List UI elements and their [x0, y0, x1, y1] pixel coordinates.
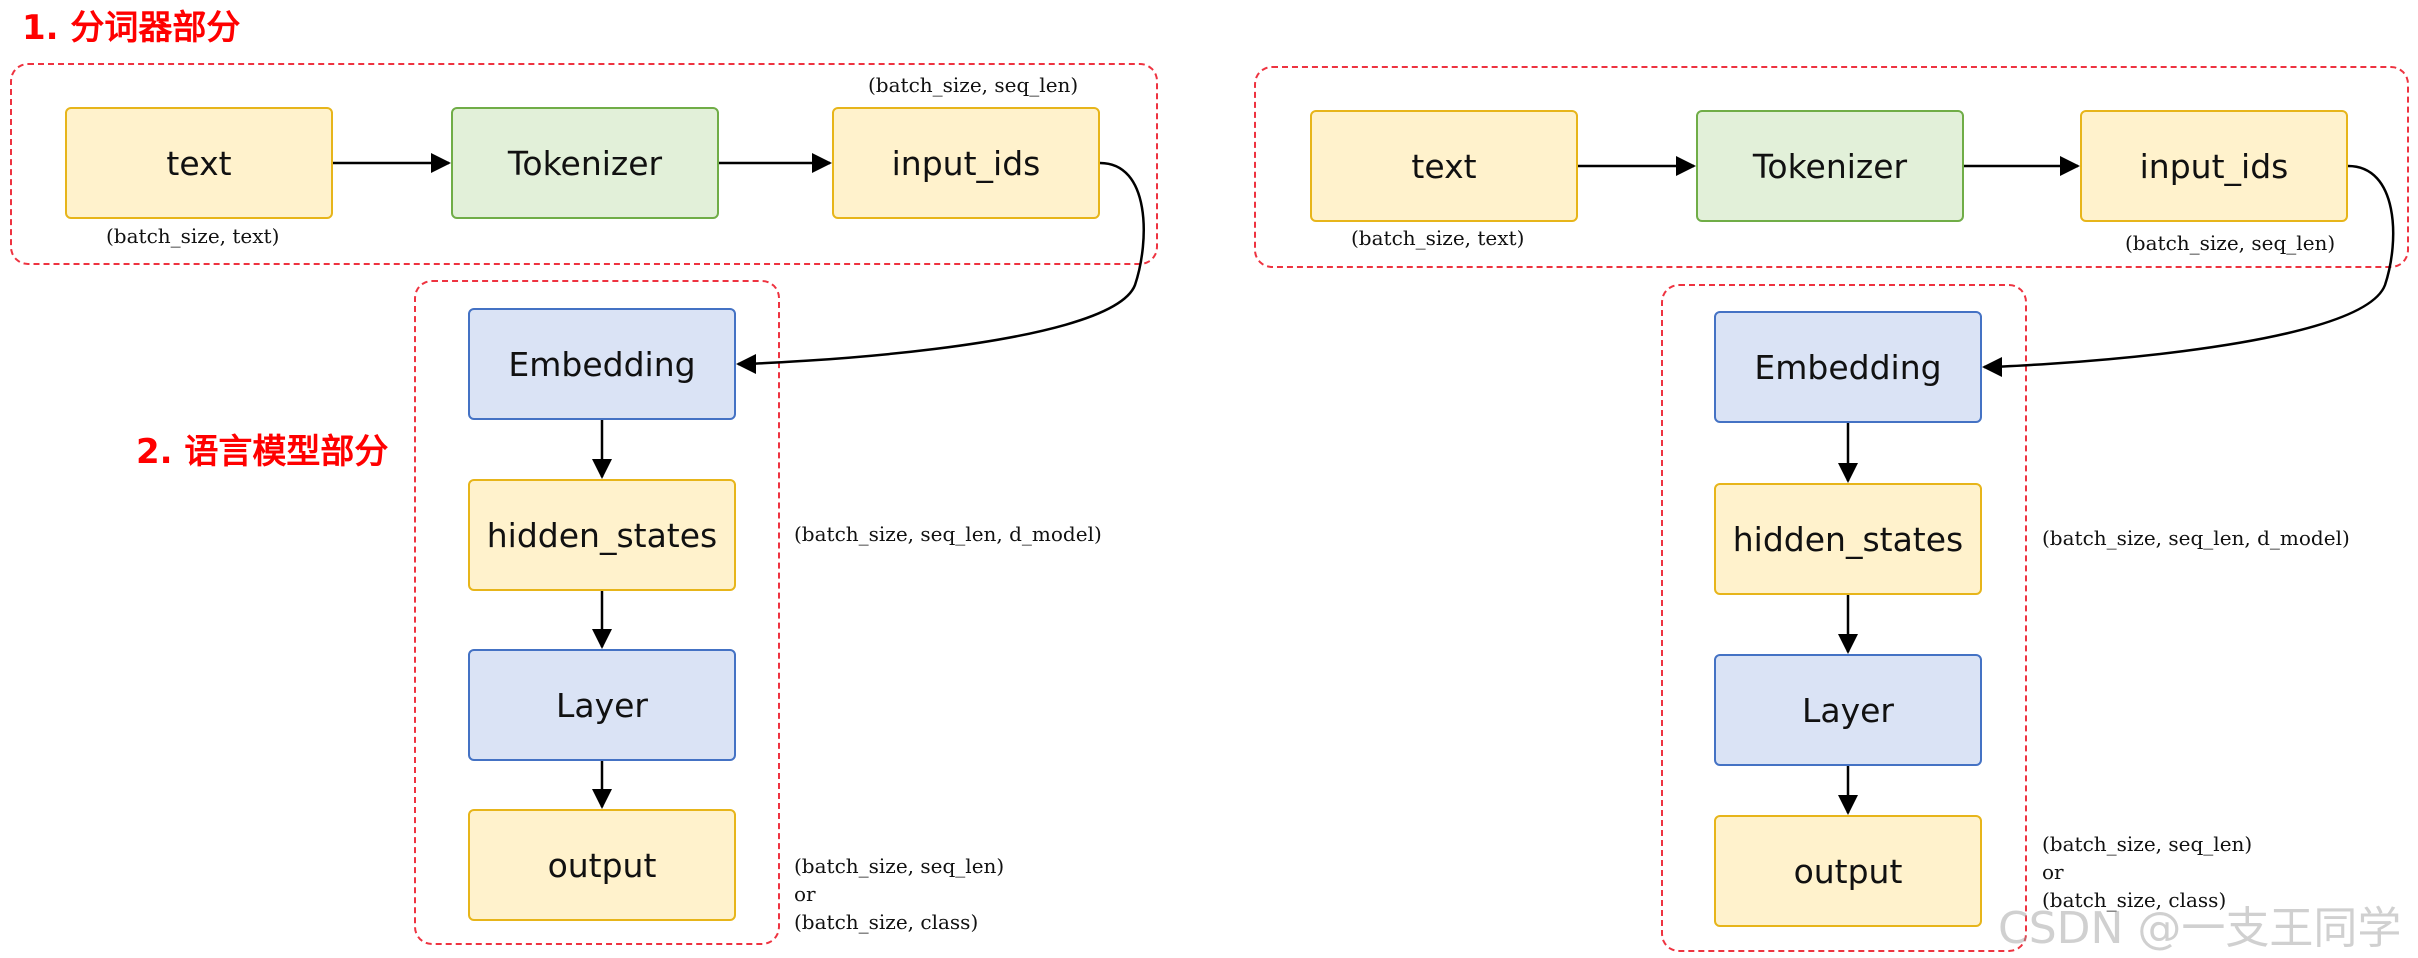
hidden-states-shape-label: (batch_size, seq_len, d_model) [794, 522, 1102, 546]
output-node-right: output [1714, 815, 1982, 927]
arrow-input-ids-to-embedding-right [1982, 164, 2395, 377]
tokenizer-node-right: Tokenizer [1696, 110, 1964, 222]
output-shape-label-or-right: or [2042, 860, 2064, 884]
tokenizer-section-frame-right [1254, 66, 2409, 268]
output-shape-label-or: or [794, 882, 816, 906]
output-shape-label-1-right: (batch_size, seq_len) [2042, 832, 2253, 856]
embedding-node-right: Embedding [1714, 311, 1982, 423]
text-shape-label: (batch_size, text) [106, 224, 280, 248]
input-ids-shape-label: (batch_size, seq_len) [868, 73, 1079, 97]
language-model-section-frame [414, 280, 780, 945]
watermark: CSDN @一支王同学 [1998, 903, 2402, 954]
embedding-node: Embedding [468, 308, 736, 420]
language-model-section-title: 2. 语言模型部分 [136, 432, 389, 472]
layer-node: Layer [468, 649, 736, 761]
hidden-states-node-right: hidden_states [1714, 483, 1982, 595]
tokenizer-node: Tokenizer [451, 107, 719, 219]
language-model-section-frame-right [1661, 284, 2027, 952]
text-shape-label-right: (batch_size, text) [1351, 226, 1525, 250]
output-node: output [468, 809, 736, 921]
arrow-input-ids-to-embedding [736, 161, 1145, 374]
tokenizer-section-title: 1. 分词器部分 [22, 8, 241, 48]
input-ids-shape-label-right: (batch_size, seq_len) [2125, 231, 2336, 255]
output-shape-label-2-right: (batch_size, class) [2042, 888, 2227, 912]
input-ids-node: input_ids [832, 107, 1100, 219]
output-shape-label-2: (batch_size, class) [794, 910, 979, 934]
hidden-states-node: hidden_states [468, 479, 736, 591]
hidden-states-shape-label-right: (batch_size, seq_len, d_model) [2042, 526, 2350, 550]
text-node: text [65, 107, 333, 219]
output-shape-label-1: (batch_size, seq_len) [794, 854, 1005, 878]
tokenizer-section-frame [10, 63, 1158, 265]
text-node-right: text [1310, 110, 1578, 222]
input-ids-node-right: input_ids [2080, 110, 2348, 222]
layer-node-right: Layer [1714, 654, 1982, 766]
